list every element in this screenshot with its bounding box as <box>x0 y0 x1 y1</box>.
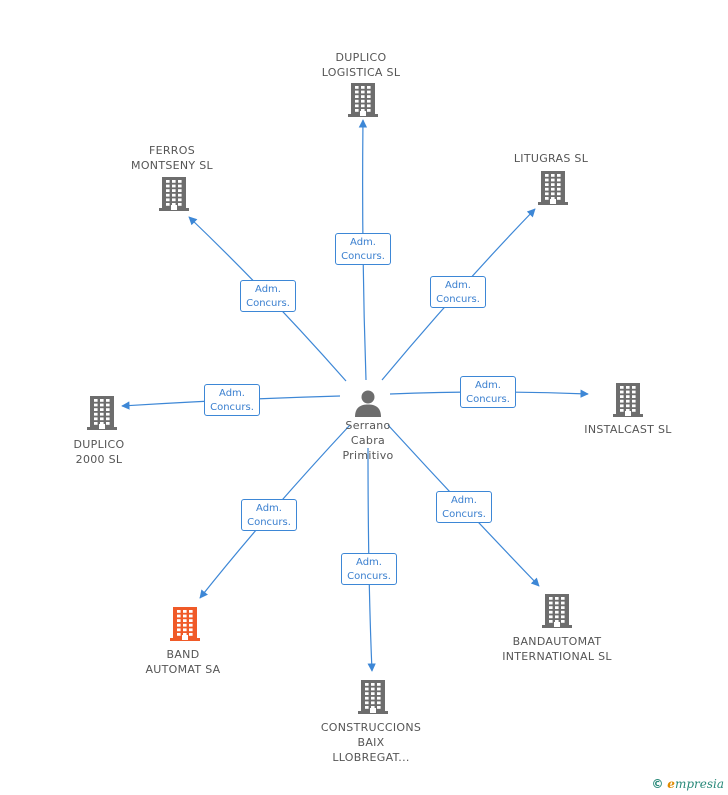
building-icon <box>358 680 388 714</box>
edge-label-line: Concurs. <box>210 402 254 413</box>
edge-label-line: Concurs. <box>246 298 290 309</box>
company-name-line: BAIX <box>357 736 385 749</box>
company-label-litugras[interactable]: LITUGRAS SL <box>481 151 621 166</box>
edge-label-line: Adm. <box>475 380 501 391</box>
brand-initial: e <box>667 777 675 791</box>
edge-label-line: Concurs. <box>341 251 385 262</box>
edge-label-ferros-montseny[interactable]: Adm. Concurs. <box>240 280 296 312</box>
company-name-line: CONSTRUCCIONS <box>320 721 422 734</box>
company-node-construccions-baix[interactable] <box>358 679 388 715</box>
person-name-line: Serrano <box>345 419 391 432</box>
company-name-line: BANDAUTOMAT <box>512 635 602 648</box>
edge-label-litugras[interactable]: Adm. Concurs. <box>430 276 486 308</box>
building-icon <box>613 383 643 417</box>
company-name-line: INSTALCAST SL <box>584 423 672 436</box>
edge-label-line: Concurs. <box>247 517 291 528</box>
company-name-line: INTERNATIONAL SL <box>502 650 612 663</box>
edge-label-line: Adm. <box>256 503 282 514</box>
person-name-line: Primitivo <box>342 449 394 462</box>
company-name-line: 2000 SL <box>75 453 123 466</box>
company-node-duplico-logistica[interactable] <box>348 82 378 118</box>
company-label-construccions-baix[interactable]: CONSTRUCCIONS BAIX LLOBREGAT... <box>301 720 441 765</box>
company-label-instalcast[interactable]: INSTALCAST SL <box>558 422 698 437</box>
edge-label-line: Adm. <box>219 388 245 399</box>
building-icon <box>538 171 568 205</box>
edge-label-duplico-2000[interactable]: Adm. Concurs. <box>204 384 260 416</box>
company-label-duplico-2000[interactable]: DUPLICO 2000 SL <box>29 437 169 467</box>
edge-label-line: Concurs. <box>466 394 510 405</box>
company-name-line: FERROS <box>148 144 195 157</box>
company-name-line: DUPLICO <box>73 438 125 451</box>
edge-label-line: Concurs. <box>436 294 480 305</box>
edge-label-band-automat[interactable]: Adm. Concurs. <box>241 499 297 531</box>
company-name-line: LITUGRAS SL <box>513 152 589 165</box>
company-node-band-automat[interactable] <box>170 606 200 642</box>
edge-label-instalcast[interactable]: Adm. Concurs. <box>460 376 516 408</box>
building-icon <box>87 396 117 430</box>
company-name-line: MONTSENY SL <box>131 159 213 172</box>
company-name-line: LOGISTICA SL <box>321 66 401 79</box>
edge-label-line: Adm. <box>350 237 376 248</box>
brand-name: mpresia <box>674 777 724 791</box>
company-label-ferros-montseny[interactable]: FERROS MONTSENY SL <box>102 143 242 173</box>
company-name-line: DUPLICO <box>335 51 387 64</box>
company-node-litugras[interactable] <box>538 170 568 206</box>
person-name-line: Cabra <box>350 434 386 447</box>
building-icon <box>542 594 572 628</box>
edge-label-line: Concurs. <box>442 509 486 520</box>
company-name-line: BAND <box>166 648 200 661</box>
edge-label-duplico-logistica[interactable]: Adm. Concurs. <box>335 233 391 265</box>
company-node-ferros-montseny[interactable] <box>159 176 189 212</box>
edge-label-line: Concurs. <box>347 571 391 582</box>
company-label-band-automat[interactable]: BAND AUTOMAT SA <box>113 647 253 677</box>
company-label-duplico-logistica[interactable]: DUPLICO LOGISTICA SL <box>291 50 431 80</box>
edge-label-bandautomat-international[interactable]: Adm. Concurs. <box>436 491 492 523</box>
building-icon <box>348 83 378 117</box>
empresia-brand[interactable]: © empresia <box>651 777 724 791</box>
edge-label-line: Adm. <box>255 284 281 295</box>
copyright-symbol: © <box>651 777 664 791</box>
edge-label-line: Adm. <box>356 557 382 568</box>
company-node-instalcast[interactable] <box>613 382 643 418</box>
person-icon <box>355 390 381 417</box>
company-label-bandautomat-international[interactable]: BANDAUTOMAT INTERNATIONAL SL <box>487 634 627 664</box>
building-icon <box>159 177 189 211</box>
company-node-duplico-2000[interactable] <box>87 395 117 431</box>
company-name-line: LLOBREGAT... <box>332 751 410 764</box>
edge-label-line: Adm. <box>445 280 471 291</box>
company-name-line: AUTOMAT SA <box>145 663 221 676</box>
edge-label-construccions-baix[interactable]: Adm. Concurs. <box>341 553 397 585</box>
edge-label-line: Adm. <box>451 495 477 506</box>
company-node-bandautomat-international[interactable] <box>542 593 572 629</box>
building-icon <box>170 607 200 641</box>
